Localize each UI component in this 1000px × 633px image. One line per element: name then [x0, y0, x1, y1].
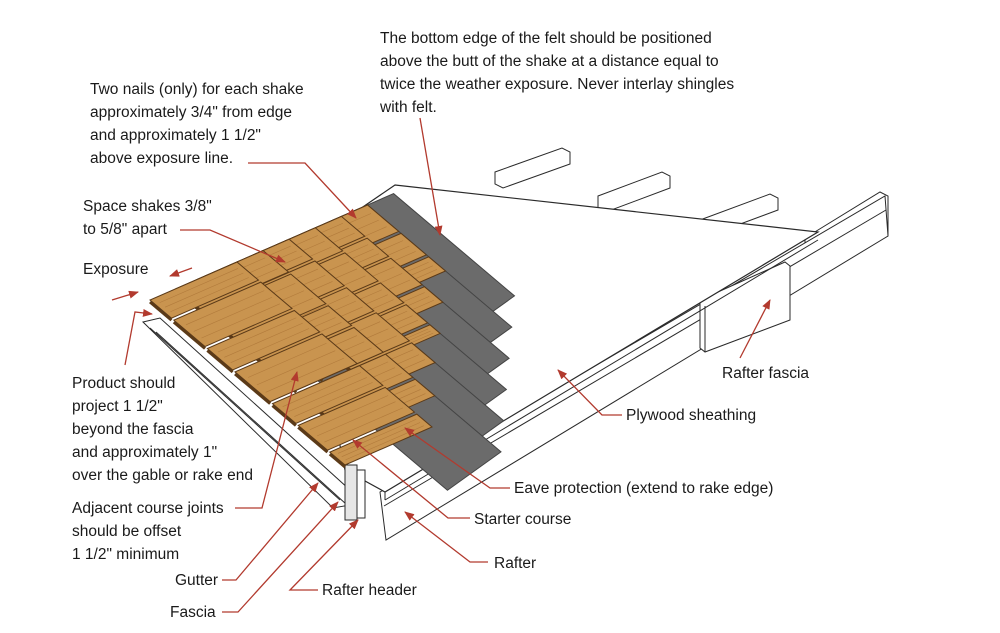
- shake-butt-edge: [234, 372, 272, 405]
- shake-butt-edge: [172, 320, 206, 350]
- exposure-arrow-1: [169, 267, 193, 277]
- wood-grain: [294, 382, 373, 417]
- leader-lines: [111, 117, 771, 613]
- wood-grain: [282, 372, 362, 407]
- wood-grain: [230, 328, 310, 363]
- leader-plywood: [557, 369, 622, 416]
- leader-rafter: [404, 511, 488, 563]
- wood-grain: [193, 296, 273, 332]
- joints-note-line: Adjacent course joints: [72, 500, 224, 517]
- wood-grain: [201, 303, 280, 339]
- space-note-line: Space shakes 3/8": [83, 198, 212, 215]
- felt-note-line: above the butt of the shake at a distanc…: [380, 53, 719, 70]
- wood-grain: [324, 407, 403, 443]
- wood-grain: [164, 272, 244, 308]
- joints-note-line: should be offset: [72, 523, 182, 540]
- wood-grain: [185, 290, 265, 326]
- rafter-header: [344, 464, 358, 521]
- fascia-board: [356, 469, 366, 519]
- eave-protection-label: Eave protection (extend to rake edge): [514, 480, 773, 497]
- nails-note-line: above exposure line.: [90, 150, 233, 167]
- felt-note-line: The bottom edge of the felt should be po…: [380, 30, 712, 47]
- space-note-line: to 5/8" apart: [83, 221, 168, 238]
- wood-grain: [224, 322, 303, 358]
- project-note-line: beyond the fascia: [72, 421, 194, 438]
- gutter: [142, 317, 351, 509]
- project-note-line: over the gable or rake end: [72, 467, 253, 484]
- nails-note: Two nails (only) for each shake approxim…: [90, 81, 308, 167]
- leader-joints: [235, 371, 299, 509]
- rafter-fascia-block: [699, 261, 791, 353]
- project-note-line: project 1 1/2": [72, 398, 163, 415]
- rafter-end: [494, 147, 571, 189]
- shake-courses: [149, 204, 447, 469]
- rafter-header-label: Rafter header: [322, 582, 417, 599]
- shake-butt-edge: [297, 426, 329, 454]
- leader-gutter: [222, 482, 319, 581]
- nails-note-line: approximately 3/4" from edge: [90, 104, 292, 121]
- wood-grain: [217, 317, 297, 353]
- wood-grain: [248, 342, 327, 378]
- shake-butt-edge: [328, 452, 346, 469]
- project-note-line: Product should: [72, 375, 175, 392]
- wood-grain: [337, 418, 417, 454]
- fascia-label: Fascia: [170, 604, 216, 621]
- leader-starter: [352, 439, 470, 519]
- wood-grain: [159, 268, 239, 303]
- shake-butt-edge: [271, 404, 297, 427]
- wood-grain: [309, 395, 389, 430]
- project-note: Product should project 1 1/2" beyond the…: [72, 375, 253, 484]
- shake-butt-edge: [149, 300, 173, 322]
- plywood-sheathing-label: Plywood sheathing: [626, 407, 756, 424]
- project-note-line: and approximately 1": [72, 444, 217, 461]
- starter-course-label: Starter course: [474, 511, 571, 528]
- rafter-end: [597, 171, 671, 213]
- space-note: Space shakes 3/8" to 5/8" apart: [83, 198, 216, 238]
- rafter-fascia-label: Rafter fascia: [722, 365, 809, 382]
- wood-grain: [265, 357, 345, 393]
- leader-space: [180, 229, 286, 263]
- leader-rafter-header: [288, 519, 359, 591]
- leader-nails: [248, 162, 357, 219]
- leader-rafter-fascia: [739, 299, 771, 359]
- leader-project: [124, 308, 153, 366]
- shake-butt-edge: [206, 349, 234, 374]
- nails-note-line: and approximately 1 1/2": [90, 127, 261, 144]
- gutter-label: Gutter: [175, 572, 218, 589]
- leader-fascia: [222, 501, 339, 613]
- felt-note-line: twice the weather exposure. Never interl…: [380, 76, 734, 93]
- exposure-label: Exposure: [83, 261, 148, 278]
- wood-grain: [256, 350, 336, 386]
- felt-note-line: with felt.: [379, 99, 437, 116]
- joints-note-line: 1 1/2" minimum: [72, 546, 179, 563]
- felt-note: The bottom edge of the felt should be po…: [379, 30, 738, 116]
- wood-grain: [170, 277, 249, 312]
- nails-note-line: Two nails (only) for each shake: [90, 81, 304, 98]
- wood-grain: [317, 401, 396, 437]
- exposure-arrow-2: [111, 290, 139, 301]
- leader-eave-protection: [404, 427, 510, 489]
- joints-note: Adjacent course joints should be offset …: [72, 500, 228, 563]
- leader-felt-note: [419, 117, 443, 236]
- wood-grain: [288, 377, 367, 412]
- rafter-label: Rafter: [494, 555, 536, 572]
